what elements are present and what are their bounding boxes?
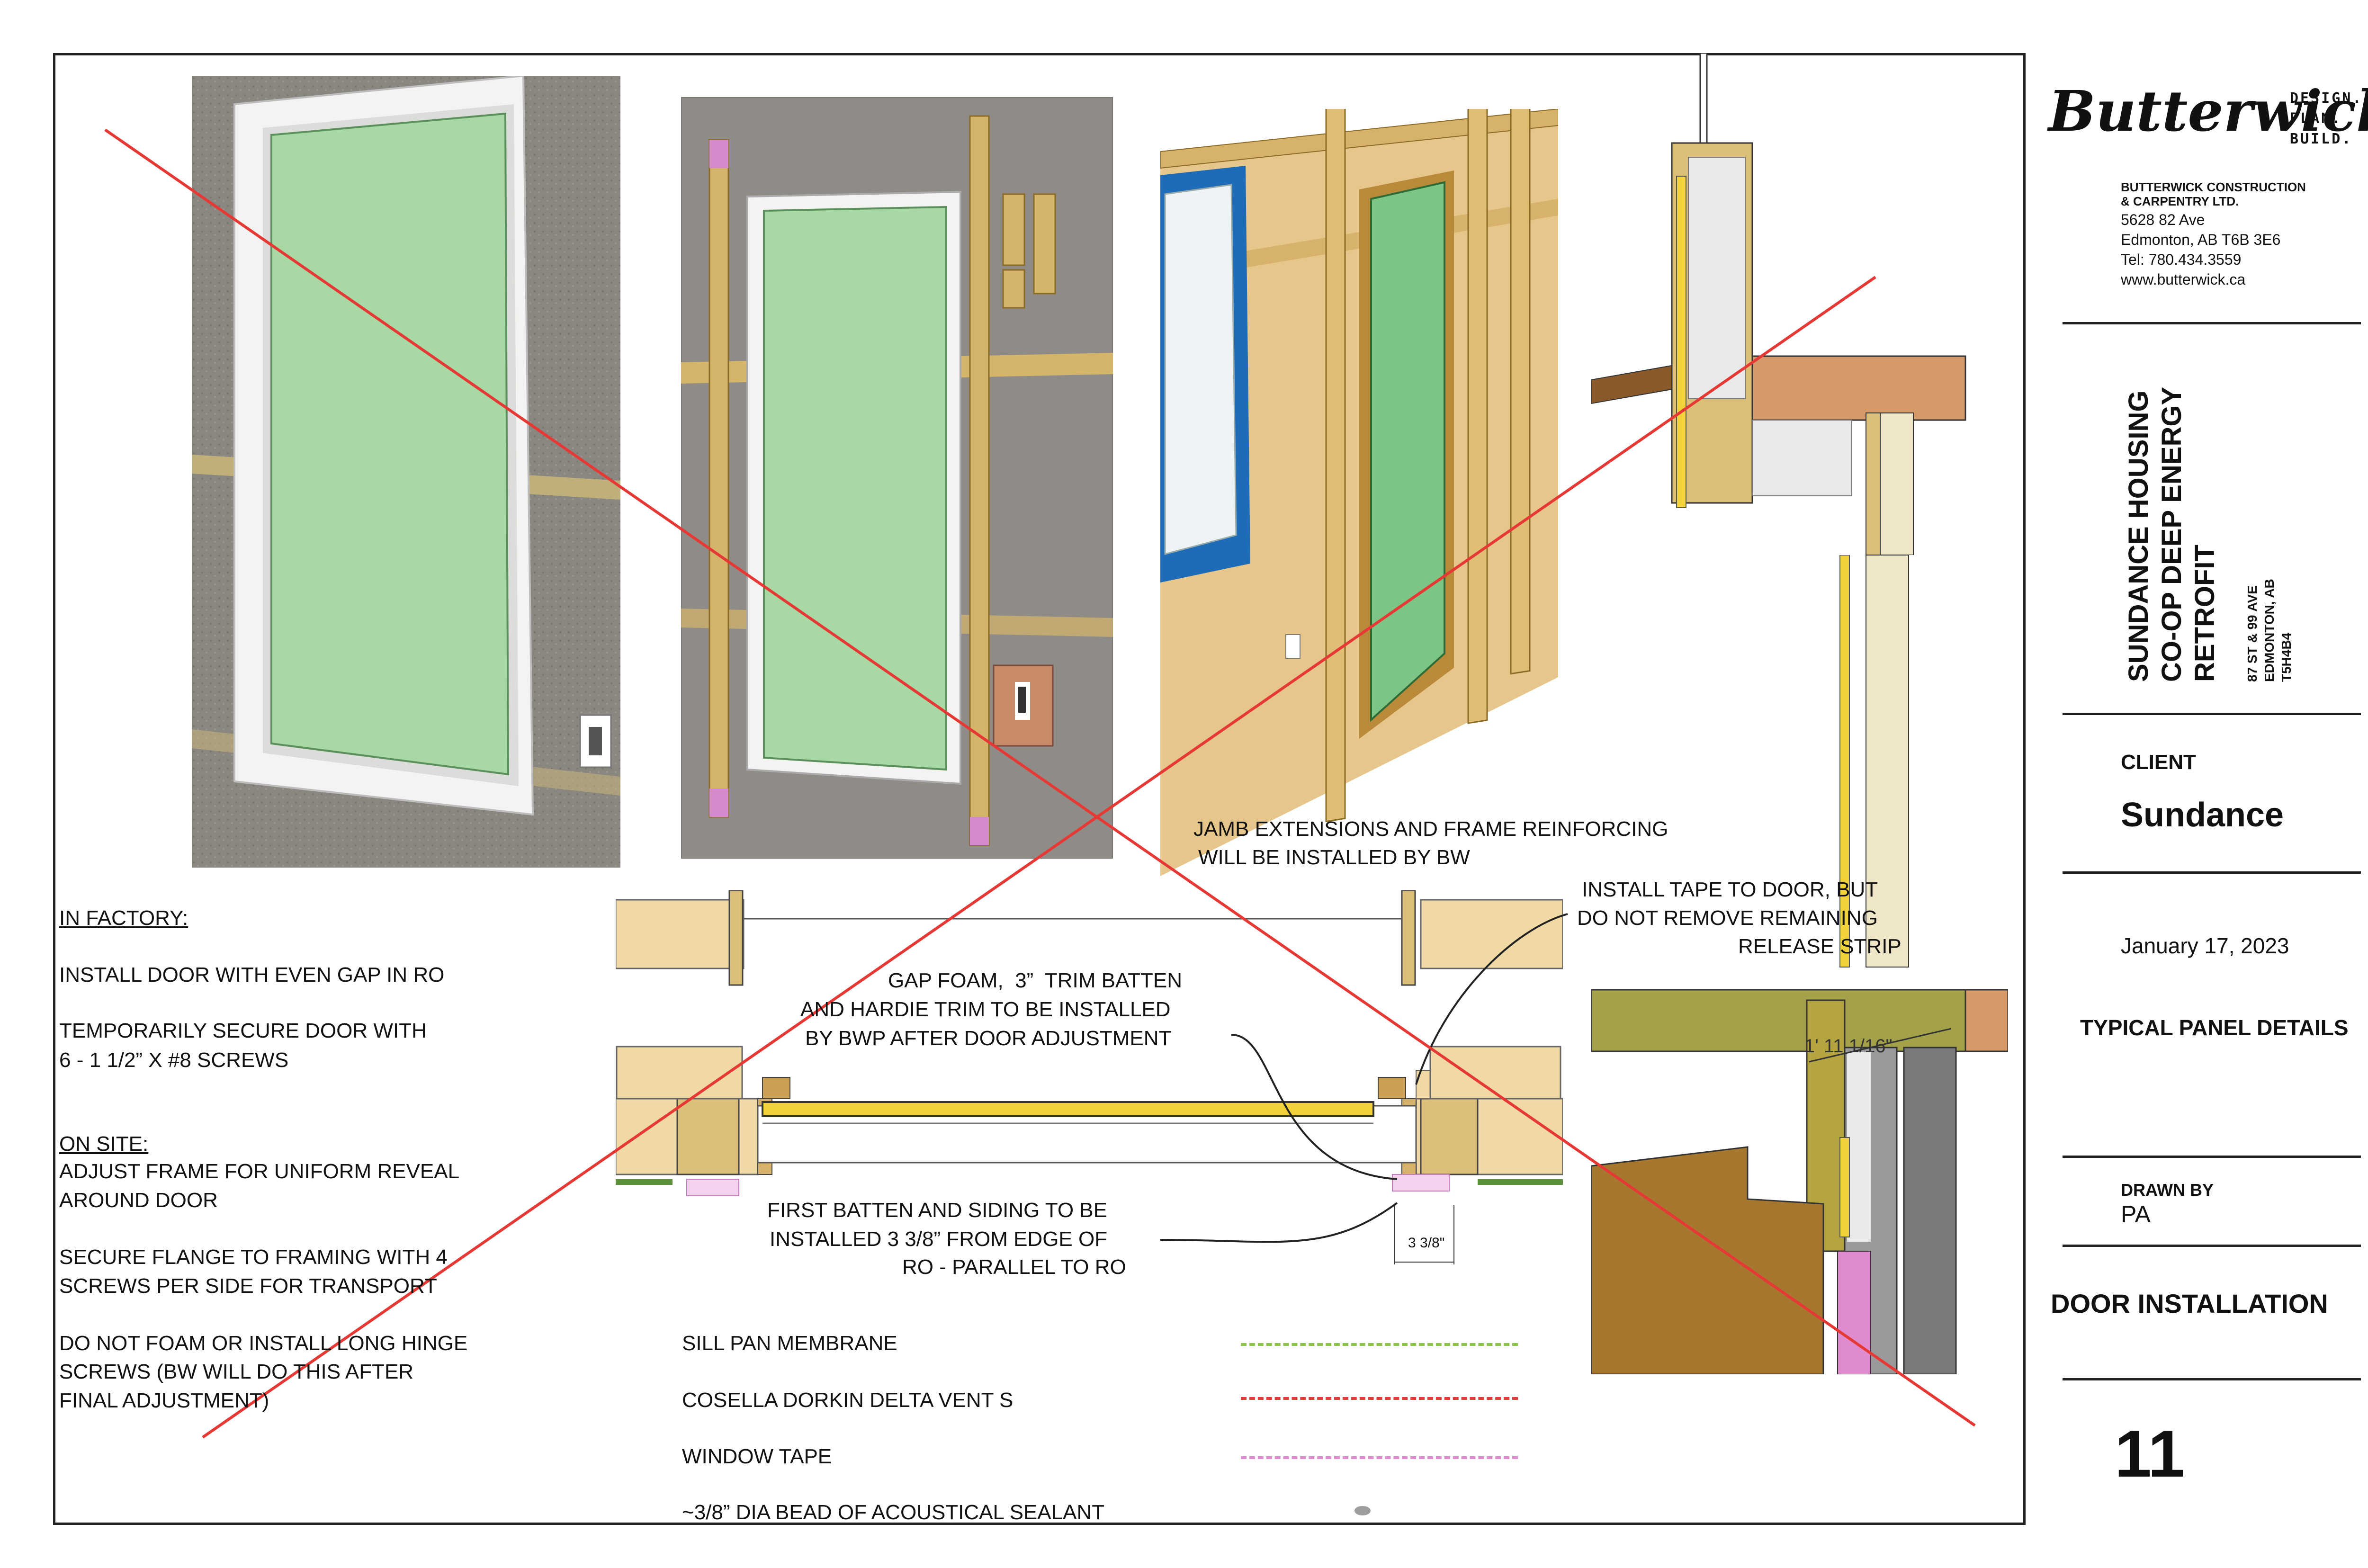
section-dimension: 1' 11 1/16" [1804, 1036, 1893, 1057]
legend-swatch-sealant [1354, 1506, 1371, 1515]
legend-label-sill-pan: SILL PAN MEMBRANE [682, 1332, 897, 1355]
legend-swatch-sill-pan [1241, 1343, 1518, 1346]
client-value: Sundance [2121, 796, 2284, 834]
titleblock-rule-1 [2063, 322, 2361, 324]
company-name-2: & CARPENTRY LTD. [2121, 194, 2239, 208]
legend-label-delta-vent: COSELLA DORKIN DELTA VENT S [682, 1389, 1014, 1412]
batten-callout-2: INSTALLED 3 3/8” FROM EDGE OF [770, 1228, 1108, 1251]
logo-tagline-2: PLAN. [2290, 110, 2342, 127]
logo-tagline-1: DESIGN. [2290, 90, 2363, 107]
company-website: www.butterwick.ca [2121, 271, 2246, 288]
on-site-note-7: FINAL ADJUSTMENT) [59, 1389, 269, 1412]
in-factory-note-1: INSTALL DOOR WITH EVEN GAP IN RO [59, 963, 445, 986]
on-site-note-6: SCREWS (BW WILL DO THIS AFTER [59, 1360, 414, 1383]
titleblock-rule-4 [2063, 1156, 2361, 1158]
jamb-callout-1: JAMB EXTENSIONS AND FRAME REINFORCING [1193, 817, 1668, 841]
titleblock-rule-5 [2063, 1245, 2361, 1247]
project-site-1: 87 ST & 99 AVE [2245, 585, 2260, 682]
on-site-note-5: DO NOT FOAM OR INSTALL LONG HINGE [59, 1332, 468, 1355]
project-title-3: RETROFIT [2189, 545, 2220, 682]
on-site-heading: ON SITE: [59, 1132, 149, 1156]
gap-callout-2: AND HARDIE TRIM TO BE INSTALLED [800, 998, 1171, 1021]
project-title-1: SUNDANCE HOUSING [2123, 390, 2154, 682]
titleblock-divider [2023, 53, 2026, 1525]
gap-callout-3: BY BWP AFTER DOOR ADJUSTMENT [805, 1027, 1172, 1050]
door-render-2 [681, 97, 1113, 859]
drawn-by-value: PA [2121, 1201, 2151, 1228]
in-factory-heading: IN FACTORY: [59, 906, 188, 930]
issue-date: January 17, 2023 [2121, 933, 2289, 958]
legend-swatch-delta-vent [1241, 1397, 1518, 1400]
company-address-2: Edmonton, AB T6B 3E6 [2121, 231, 2281, 248]
wall-section-top [1591, 53, 1966, 555]
on-site-note-1: ADJUST FRAME FOR UNIFORM REVEAL [59, 1160, 460, 1183]
sheet-title: DOOR INSTALLATION [2051, 1289, 2328, 1318]
batten-callout-3: RO - PARALLEL TO RO [902, 1255, 1126, 1279]
door-render-1 [192, 76, 620, 868]
company-address-1: 5628 82 Ave [2121, 211, 2205, 228]
sheet-subtitle: TYPICAL PANEL DETAILS [2080, 1015, 2349, 1040]
company-name-1: BUTTERWICK CONSTRUCTION [2121, 180, 2306, 194]
titleblock-rule-3 [2063, 871, 2361, 874]
client-label: CLIENT [2121, 751, 2196, 774]
titleblock-rule-6 [2063, 1378, 2361, 1380]
company-logo: Butterwick [2048, 78, 2368, 144]
sheet-number: 11 [2115, 1416, 2185, 1491]
logo-tagline-3: BUILD. [2290, 131, 2353, 147]
project-site-3: T5H4B4 [2279, 632, 2294, 682]
on-site-note-2: AROUND DOOR [59, 1189, 218, 1212]
tape-callout-2: DO NOT REMOVE REMAINING [1577, 906, 1878, 930]
legend-label-window-tape: WINDOW TAPE [682, 1445, 832, 1468]
in-factory-note-3: 6 - 1 1/2” X #8 SCREWS [59, 1048, 289, 1072]
dimension-label: 3 3/8" [1408, 1235, 1445, 1251]
wall-section-bottom: 1' 11 1/16" [1591, 555, 2008, 1374]
legend-label-sealant: ~3/8” DIA BEAD OF ACOUSTICAL SEALANT [682, 1501, 1105, 1524]
drawn-by-label: DRAWN BY [2121, 1180, 2214, 1200]
titleblock-rule-2 [2063, 713, 2361, 715]
on-site-note-3: SECURE FLANGE TO FRAMING WITH 4 [59, 1245, 448, 1269]
project-title-2: CO-OP DEEP ENERGY [2156, 386, 2187, 682]
tape-callout-1: INSTALL TAPE TO DOOR, BUT [1582, 878, 1878, 901]
jamb-callout-2: WILL BE INSTALLED BY BW [1198, 846, 1470, 869]
gap-callout-1: GAP FOAM, 3” TRIM BATTEN [888, 969, 1182, 992]
on-site-note-4: SCREWS PER SIDE FOR TRANSPORT [59, 1274, 437, 1298]
legend-swatch-window-tape [1241, 1456, 1518, 1459]
tape-callout-3: RELEASE STRIP [1738, 935, 1902, 958]
door-render-3 [1160, 109, 1558, 876]
company-phone: Tel: 780.434.3559 [2121, 251, 2242, 268]
project-site-2: EDMONTON, AB [2262, 579, 2277, 682]
door-plan-detail [616, 890, 1563, 1264]
in-factory-note-2: TEMPORARILY SECURE DOOR WITH [59, 1019, 427, 1042]
batten-callout-1: FIRST BATTEN AND SIDING TO BE [767, 1199, 1107, 1222]
